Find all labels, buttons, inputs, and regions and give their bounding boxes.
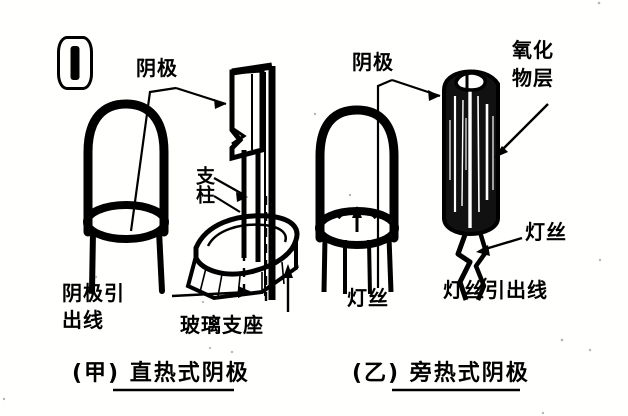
label-support-post: 支柱	[193, 166, 215, 204]
glass-base-arrowhead	[283, 264, 293, 278]
support-post-pointer-2	[213, 195, 241, 213]
figure-number-glyph	[70, 46, 80, 80]
cathode-left-pointer	[129, 86, 177, 232]
caption-diagram-a: (甲) 直热式阴极	[72, 361, 250, 386]
oxide-sleeve-top-cap	[454, 71, 487, 92]
filament-wire-right	[455, 231, 473, 301]
glass-base-body	[193, 213, 300, 277]
label-cathode-lead-line2: 出线	[62, 308, 104, 332]
oxide-layer-arrowhead	[494, 146, 508, 158]
label-filament-lead: 灯丝引出线	[443, 278, 548, 302]
anode-plate-notch	[231, 126, 247, 146]
label-cathode-left: 阴极	[136, 56, 178, 80]
anode-plate	[229, 67, 265, 162]
glass-base-hatch-1	[199, 267, 207, 293]
label-cathode-lead-line1: 阴极引	[62, 281, 125, 305]
filament-lead-pointer	[477, 277, 487, 291]
cathode-lead-leg-right	[156, 228, 165, 294]
oxide-layer-pointer	[499, 103, 549, 153]
label-oxide-layer-line1: 氧化	[512, 38, 554, 62]
cathode-hairpin-loop	[83, 99, 169, 237]
filament-inner-curve	[336, 208, 378, 220]
support-post-pointer-1	[213, 177, 247, 197]
glass-base-hatch-5	[281, 261, 285, 285]
label-cathode-right: 阴极	[352, 50, 394, 74]
filament-right-arrowhead	[476, 245, 490, 256]
glass-base-hatch-6	[293, 247, 299, 269]
label-filament-center: 灯丝	[347, 286, 389, 310]
glass-base-hatch-2	[217, 273, 223, 297]
diagram-b-group	[315, 69, 549, 392]
diagram-a-group	[83, 62, 300, 392]
figure-number-badge	[57, 36, 93, 90]
cathode-lead-pointer	[171, 290, 251, 298]
cathode-lead-arrowhead	[238, 286, 252, 298]
oxide-cathode-sleeve	[442, 69, 500, 237]
cathode-right-arrowhead	[428, 90, 440, 101]
filament-leg-4	[386, 236, 394, 293]
cathode-left-arrowhead	[214, 99, 226, 109]
cathode-right-pointer	[376, 78, 393, 288]
cathode-lead-leg-left	[89, 228, 96, 294]
scan-speckles	[2, 1, 602, 415]
cathode-base-ring	[83, 201, 169, 243]
caption-diagram-b: (乙) 旁热式阴极	[352, 361, 530, 386]
cathode-sleeve-loop	[315, 105, 399, 243]
label-glass-base: 玻璃支座	[180, 313, 264, 337]
filament-right-pointer	[481, 236, 523, 252]
filament-leg-3	[367, 239, 372, 295]
oxide-texture-4	[477, 95, 480, 213]
oxide-texture-2	[461, 99, 464, 207]
glass-base-inner-ellipse	[206, 223, 287, 247]
filament-wire-right-2	[473, 231, 489, 301]
label-filament-right: 灯丝	[525, 220, 567, 244]
filament-leg-1	[321, 236, 328, 293]
support-post-arrow-1	[236, 192, 248, 202]
label-oxide-layer-line2: 物层	[512, 66, 554, 90]
